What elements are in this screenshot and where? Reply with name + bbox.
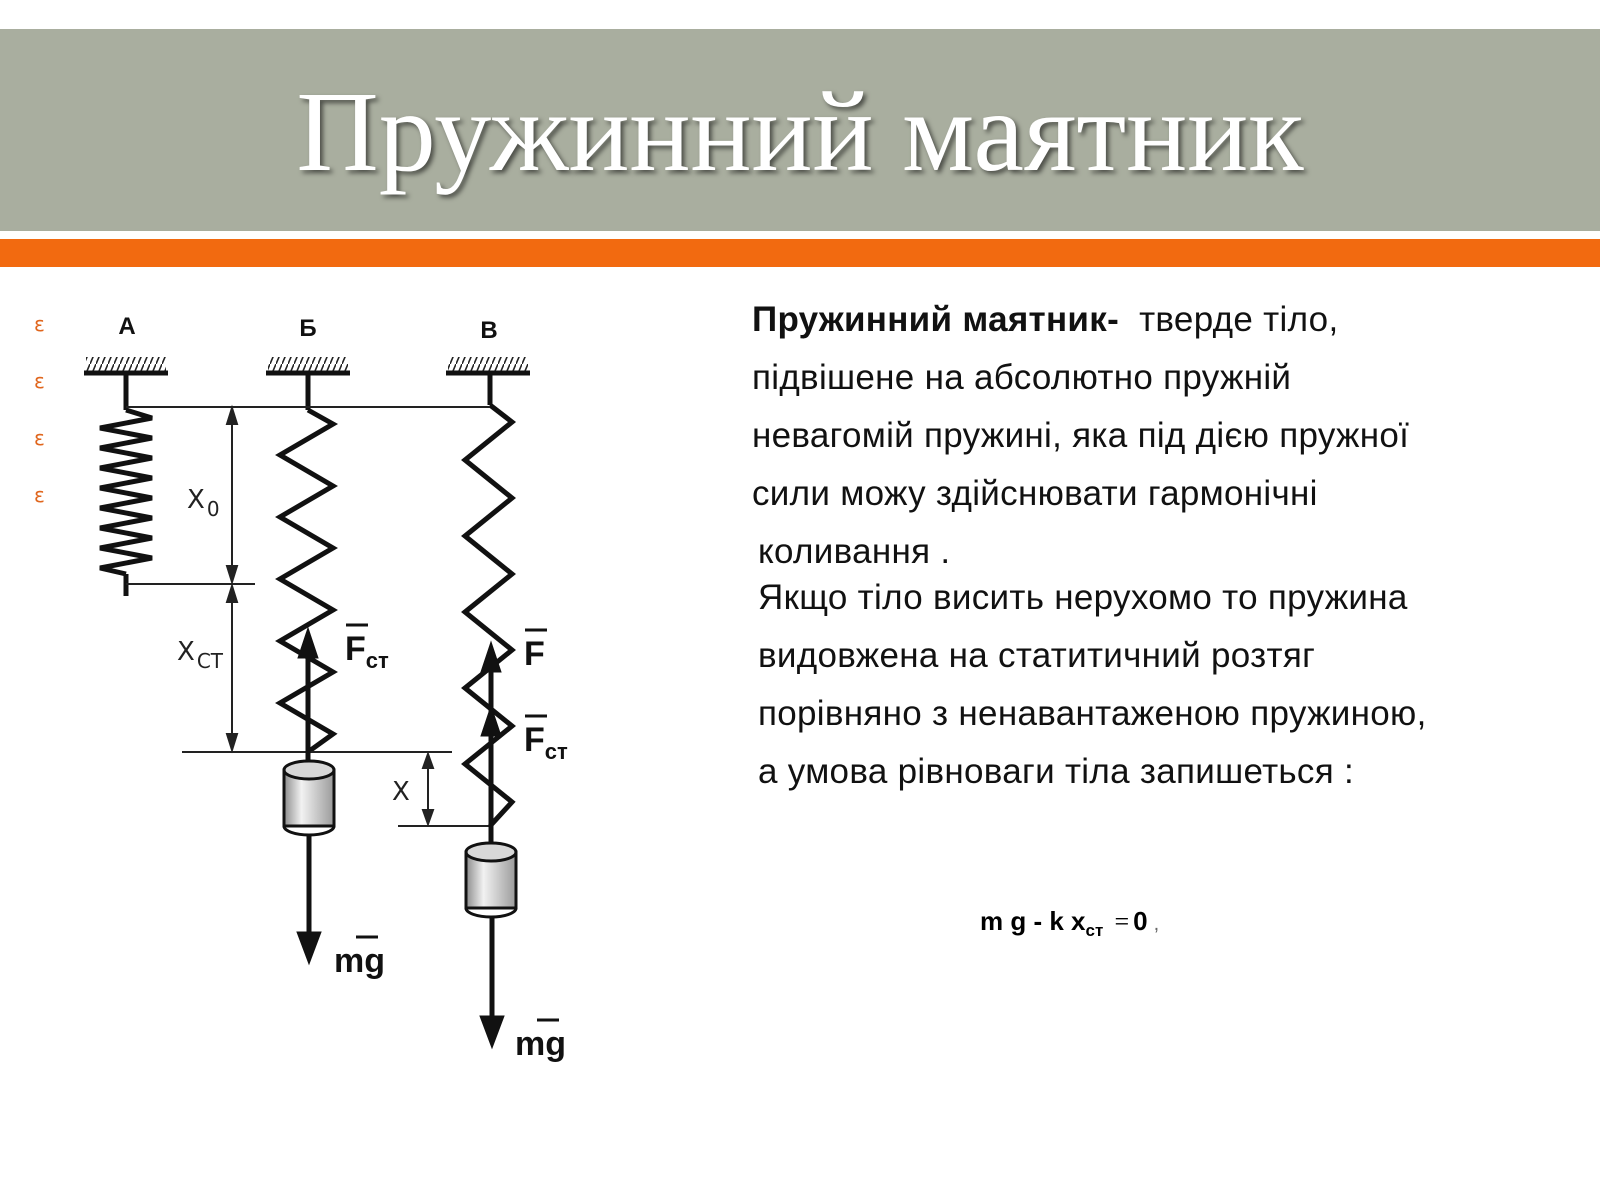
formula-lhs: m g - k x (980, 906, 1086, 936)
force-arrows-v (479, 640, 505, 1050)
svg-text:Fст: Fст (524, 721, 568, 764)
x-label: X (392, 777, 410, 807)
svg-text:mg: mg (334, 942, 385, 980)
force-arrows-b (296, 626, 322, 966)
slide-title: Пружинний маятник (296, 68, 1304, 195)
svg-text:mg: mg (515, 1025, 566, 1063)
definition-line-5: коливання . (758, 532, 951, 571)
spring-v (461, 373, 517, 828)
bullet-1: ε (34, 312, 45, 336)
definition-line-1: Пружинний маятник- тверде тіло, (752, 291, 1409, 349)
definition-line-1-rest: тверде тіло, (1139, 300, 1339, 339)
mass-b (282, 759, 336, 837)
statement-line-2: видовжена на статитичний розтяг (758, 636, 1316, 675)
ceiling-v (446, 357, 530, 376)
formula-equals: = (1114, 907, 1130, 936)
formula-comma: , (1153, 913, 1160, 935)
definition-term: Пружинний маятник- (752, 300, 1120, 339)
definition-line-3: невагомій пружині, яка під дією пружної (752, 416, 1410, 455)
mg-label-b: mg (334, 935, 385, 980)
label-a: А (118, 313, 135, 340)
svg-text:F: F (524, 635, 545, 673)
statement-line-4: а умова рівноваги тіла запишеться : (758, 752, 1355, 791)
dimension-arrows (225, 404, 435, 827)
ceiling-b (266, 357, 350, 376)
spring-b (275, 373, 339, 755)
mass-v (464, 841, 518, 919)
mg-label-v: mg (515, 1018, 566, 1063)
statement-line-1: Якщо тіло висить нерухомо то пружина (758, 578, 1408, 617)
statement-line-3: порівняно з ненавантаженою пружиною, (758, 694, 1427, 733)
statement-text: Якщо тіло висить нерухомо то пружина вид… (758, 569, 1427, 801)
title-band (0, 29, 1600, 231)
definition-text: Пружинний маятник- тверде тіло, підвішен… (752, 291, 1409, 581)
fst-label-v: Fст (524, 714, 568, 764)
formula-subscript: ст (1085, 921, 1104, 940)
svg-text:Fст: Fст (345, 630, 389, 673)
label-b: Б (299, 315, 316, 342)
fst-label-b: Fст (345, 623, 389, 673)
bullet-4: ε (34, 483, 45, 507)
f-label-v: F (524, 628, 547, 673)
label-v: В (480, 317, 497, 344)
separator-strip (0, 231, 1600, 239)
equilibrium-formula: m g - k xст =0, (980, 906, 1159, 941)
reference-lines (126, 406, 490, 827)
ceiling-a (84, 357, 168, 376)
definition-line-4: сили можу здійснювати гармонічні (752, 474, 1318, 513)
accent-bar (0, 239, 1600, 267)
formula-rhs: 0 (1133, 906, 1148, 936)
bullet-3: ε (34, 426, 45, 450)
bullet-2: ε (34, 369, 45, 393)
definition-line-2: підвішене на абсолютно пружній (752, 358, 1292, 397)
